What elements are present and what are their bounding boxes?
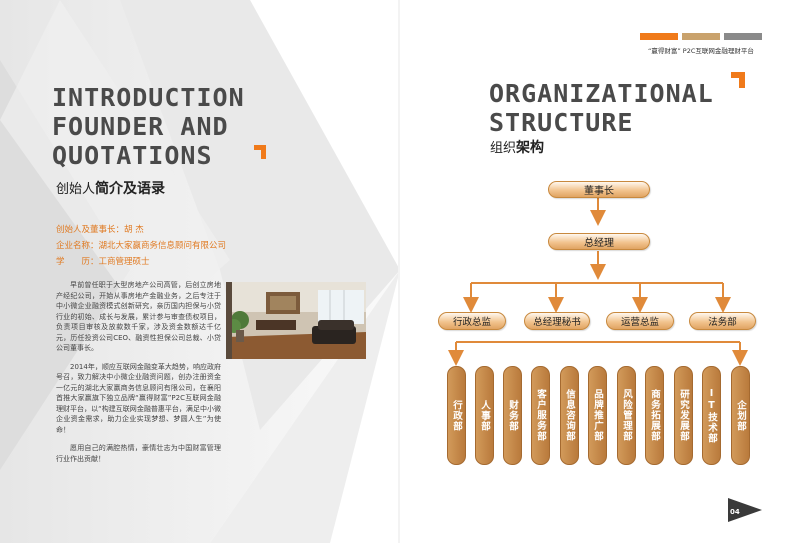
dept-administration-label: 行政部	[451, 399, 462, 432]
org-node-legal-department-label: 法务部	[708, 317, 737, 328]
left-subtitle: 创始人简介及语录	[56, 178, 165, 198]
dept-finance-label: 财务部	[507, 399, 518, 432]
left-page-title: INTRODUCTION FOUNDER AND QUOTATIONS	[52, 83, 245, 170]
dept-it-technology: IT技术部	[702, 366, 721, 465]
bio-paragraph-1: 早前曾任职于大型房地产公司高管，后创立房地产经纪公司，开始从事房地产金融业务，之…	[56, 281, 221, 352]
org-node-admin-director: 行政总监	[438, 312, 506, 330]
org-node-legal-department: 法务部	[689, 312, 756, 330]
left-title-line-3: QUOTATIONS	[52, 141, 213, 170]
page-number: 04	[730, 508, 740, 516]
org-node-operations-director: 运营总监	[606, 312, 674, 330]
office-photo	[226, 282, 366, 359]
org-node-chairman: 董事长	[548, 181, 650, 198]
dept-brand-promotion-label: 品牌推广部	[592, 389, 603, 442]
orange-corner-accent-right	[731, 72, 745, 88]
left-subtitle-normal: 创始人	[56, 182, 96, 197]
bio-paragraph-3: 愿用自己的满腔热情，豪情壮志为中国财富管理行业作出贡献！	[56, 444, 221, 463]
founder-info: 创始人及董事长：胡 杰 企业名称：湖北大家赢商务信息顾问有限公司 学 历：工商管…	[56, 222, 226, 270]
founder-bio: 早前曾任职于大型房地产公司高管，后创立房地产经纪公司，开始从事房地产金融业务，之…	[56, 280, 221, 472]
org-node-admin-director-label: 行政总监	[452, 317, 491, 328]
dept-research-development-label: 研究发展部	[678, 389, 689, 442]
org-node-general-manager-label: 总经理	[584, 238, 614, 249]
company-name-line: 企业名称：湖北大家赢商务信息顾问有限公司	[56, 241, 227, 251]
orange-corner-accent-left	[254, 145, 266, 159]
page-number-tab: 04	[728, 498, 762, 522]
founder-name-line: 创始人及董事长：胡 杰	[56, 225, 144, 235]
right-title-line-1: ORGANIZATIONAL	[489, 79, 714, 108]
dept-information-consulting-label: 信息咨询部	[564, 389, 575, 442]
org-node-chairman-label: 董事长	[584, 186, 614, 197]
org-node-gm-secretary: 总经理秘书	[524, 312, 590, 330]
top-bar-gray	[724, 33, 762, 40]
right-subtitle-normal: 组织	[490, 141, 517, 156]
dept-planning: 企划部	[731, 366, 750, 465]
org-node-gm-secretary-label: 总经理秘书	[533, 317, 581, 328]
dept-brand-promotion: 品牌推广部	[588, 366, 607, 465]
dept-business-development-label: 商务拓展部	[649, 389, 660, 442]
top-bar-orange	[640, 33, 678, 40]
org-node-operations-director-label: 运营总监	[620, 317, 659, 328]
right-page-title: ORGANIZATIONAL STRUCTURE	[489, 79, 714, 137]
org-node-general-manager: 总经理	[548, 233, 650, 250]
brand-tagline: “赢得财富” P2C互联网金融理财平台	[648, 47, 754, 55]
office-photo-illustration	[226, 282, 366, 359]
right-subtitle-bold: 架构	[516, 140, 545, 156]
dept-customer-service-label: 客户服务部	[535, 389, 546, 442]
dept-business-development: 商务拓展部	[645, 366, 664, 465]
dept-human-resources-label: 人事部	[479, 399, 490, 432]
dept-research-development: 研究发展部	[674, 366, 693, 465]
bio-paragraph-2: 2014年，顺应互联网金融变革大趋势，响应政府号召，致力解决中小微企业融资问题，…	[56, 362, 221, 434]
top-bar-tan	[682, 33, 720, 40]
dept-finance: 财务部	[503, 366, 522, 465]
dept-customer-service: 客户服务部	[531, 366, 550, 465]
dept-information-consulting: 信息咨询部	[560, 366, 579, 465]
left-title-line-1: INTRODUCTION	[52, 83, 245, 112]
dept-it-technology-label: IT技术部	[706, 387, 717, 444]
dept-risk-management-label: 风险管理部	[621, 389, 632, 442]
right-subtitle: 组织架构	[490, 137, 544, 157]
education-line: 学 历：工商管理硕士	[56, 257, 150, 267]
dept-risk-management: 风险管理部	[617, 366, 636, 465]
dept-human-resources: 人事部	[475, 366, 494, 465]
dept-administration: 行政部	[447, 366, 466, 465]
left-subtitle-bold: 简介及语录	[95, 181, 166, 197]
dept-planning-label: 企划部	[735, 399, 746, 432]
left-title-line-2: FOUNDER AND	[52, 112, 229, 141]
right-title-line-2: STRUCTURE	[489, 108, 634, 137]
